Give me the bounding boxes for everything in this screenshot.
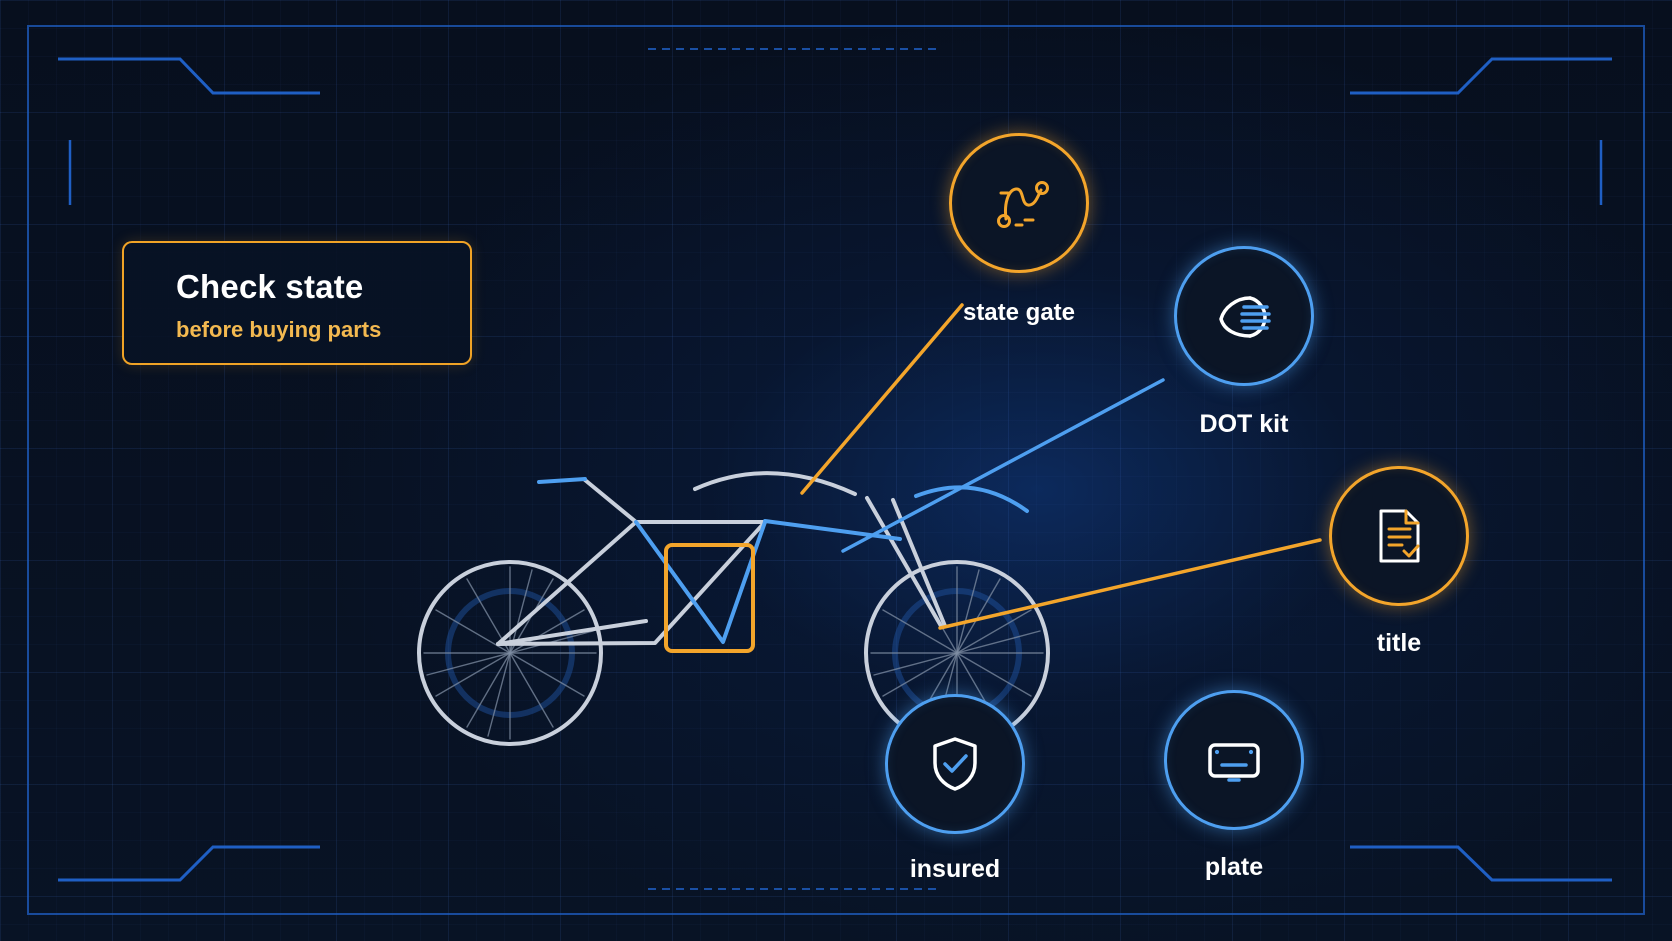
node-insured[interactable] [885, 694, 1025, 834]
callout-title: Check state [176, 268, 364, 305]
connector-lines [800, 303, 1322, 630]
label-title: title [1376, 629, 1422, 657]
shield-check-icon [933, 737, 977, 791]
node-state-gate[interactable] [949, 133, 1089, 273]
node-plate[interactable] [1164, 690, 1304, 830]
headlight-icon [1219, 296, 1271, 338]
connector-state-gate [800, 303, 964, 495]
connector-dot-kit [841, 378, 1165, 553]
engine-highlight [664, 543, 755, 653]
callout-subtitle: before buying parts [176, 317, 382, 342]
hud-frame [27, 25, 1645, 915]
label-insured: insured [909, 855, 1001, 883]
route-icon [997, 181, 1049, 228]
label-plate: plate [1204, 853, 1264, 881]
license-plate-icon [1208, 743, 1260, 782]
label-state-gate: state gate [962, 299, 1076, 326]
document-check-icon [1379, 509, 1420, 563]
label-dot-kit: DOT kit [1199, 410, 1289, 438]
frame [496, 471, 947, 646]
node-dot-kit[interactable] [1174, 246, 1314, 386]
connector-title [938, 538, 1322, 630]
rear-wheel [417, 560, 603, 746]
callout-box: Check state before buying parts [122, 241, 472, 365]
node-title[interactable] [1329, 466, 1469, 606]
